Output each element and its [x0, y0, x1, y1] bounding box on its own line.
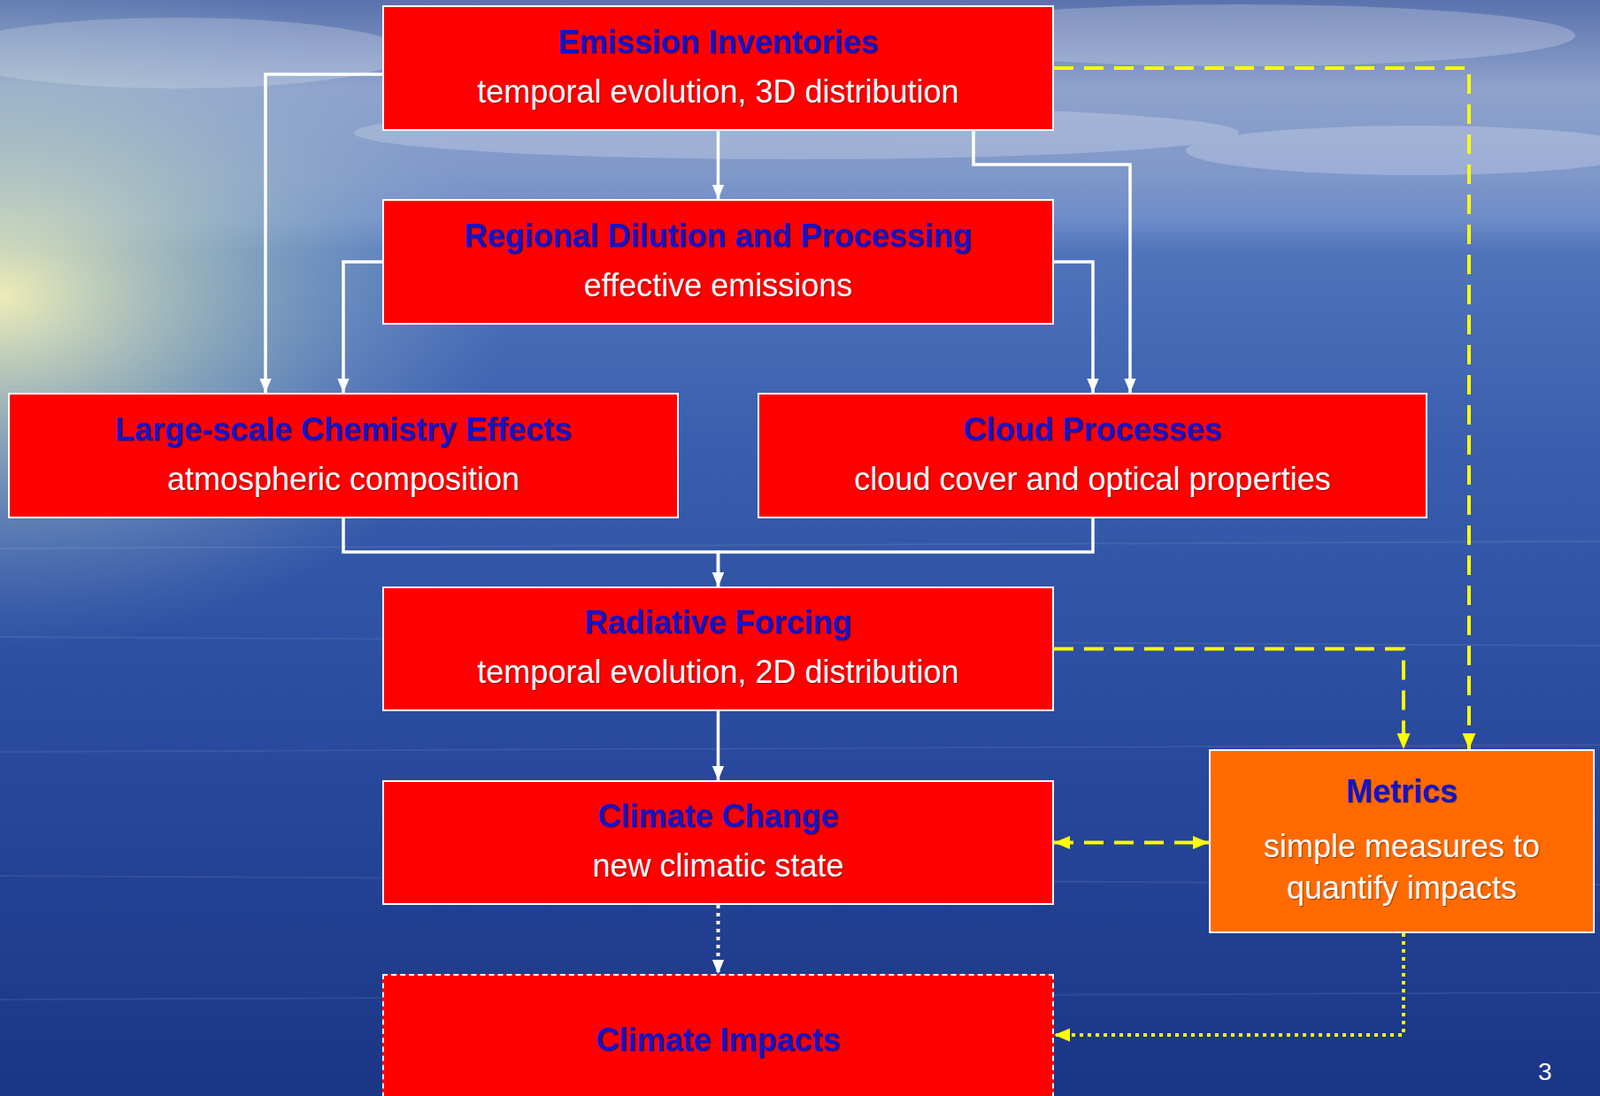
box-text: cloud cover and optical properties [853, 459, 1331, 501]
connector [716, 711, 721, 781]
box-text: new climatic state [592, 846, 844, 888]
connector [716, 905, 721, 975]
connector [265, 74, 383, 393]
page-number: 3 [1538, 1058, 1553, 1087]
box-text: temporal evolution, 2D distribution [476, 652, 959, 694]
metrics-box: Metrics simple measures to quantify impac… [1208, 749, 1595, 934]
box-heading: Radiative Forcing [584, 604, 852, 641]
process-box: Radiative Forcing temporal evolution, 2D … [382, 586, 1054, 712]
process-box: Emission Inventories temporal evolution, … [382, 5, 1054, 131]
water-ripples [0, 541, 1600, 1000]
box-heading: Cloud Processes [962, 411, 1222, 448]
box-heading: Large-scale Chemistry Effects [115, 411, 572, 448]
process-box: Cloud Processes cloud cover and optical p… [757, 392, 1428, 519]
impacts-box: Climate Impacts [382, 974, 1054, 1096]
connector [1053, 261, 1093, 393]
box-text: temporal evolution, 3D distribution [476, 71, 959, 114]
box-text: simple measures to quantify impacts [1223, 826, 1581, 910]
connector [343, 261, 383, 393]
box-heading: Climate Impacts [595, 1022, 840, 1059]
process-box: Regional Dilution and Processing effectiv… [382, 199, 1054, 325]
connector [1053, 841, 1209, 846]
box-text: effective emissions [584, 265, 853, 308]
connector [1053, 933, 1404, 1036]
connector [718, 518, 1094, 587]
box-heading: Climate Change [597, 798, 839, 835]
process-box: Climate Change new climatic state [382, 780, 1054, 906]
box-text: atmospheric composition [167, 459, 520, 501]
box-heading: Regional Dilution and Processing [463, 217, 972, 254]
connector [716, 130, 721, 200]
connector [343, 518, 719, 587]
process-box: Large-scale Chemistry Effects atmospheric… [7, 392, 679, 519]
box-heading: Emission Inventories [557, 23, 878, 61]
box-heading: Metrics [1346, 773, 1458, 810]
connector [1053, 649, 1404, 751]
